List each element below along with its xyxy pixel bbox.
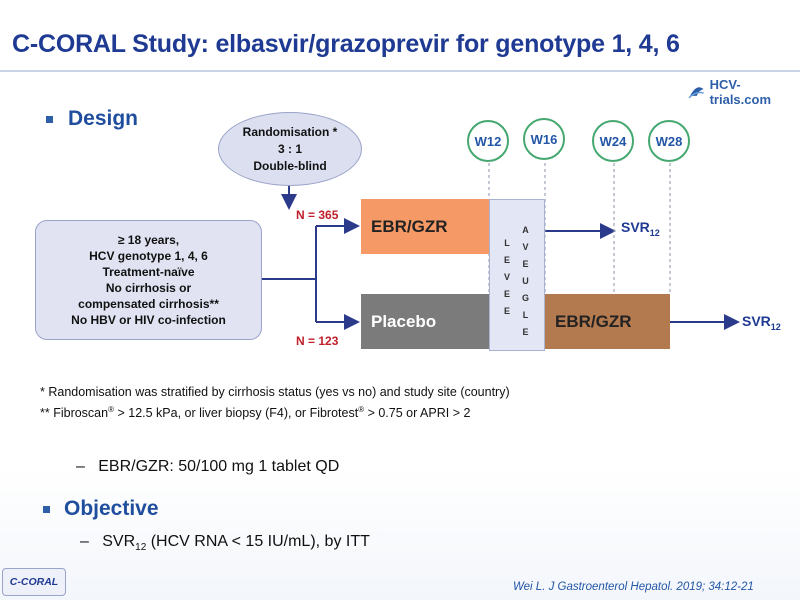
registered-mark: ® bbox=[358, 405, 365, 414]
objective-bullet: – SVR12 (HCV RNA < 15 IU/mL), by ITT bbox=[80, 533, 370, 553]
criteria-line: Treatment-naïve bbox=[102, 265, 195, 279]
dash-marker: – bbox=[80, 533, 89, 550]
outcome-text: SVR bbox=[742, 313, 771, 329]
unblinding-period: L E V E E A V E U G L E bbox=[489, 199, 545, 351]
objective-text: (HCV RNA < 15 IU/mL), by ITT bbox=[146, 533, 370, 550]
outcome-subscript: 12 bbox=[770, 321, 781, 332]
footnote-part: > 12.5 kPa, or liver biopsy (F4), or Fib… bbox=[114, 406, 359, 421]
week-w12: W12 bbox=[467, 120, 509, 162]
criteria-line: ≥ 18 years, bbox=[117, 233, 180, 247]
criteria-line: compensated cirrhosis** bbox=[78, 297, 219, 311]
unblinding-letter: L bbox=[522, 310, 529, 320]
logo-drop-icon bbox=[688, 87, 704, 99]
objective-subscript: 12 bbox=[135, 542, 147, 554]
unblinding-letter: L bbox=[504, 238, 510, 248]
unblinding-letter: E bbox=[504, 306, 511, 316]
unblinding-letter: E bbox=[504, 289, 511, 299]
arm1-outcome: SVR12 bbox=[621, 219, 660, 238]
slide-title: C-CORAL Study: elbasvir/grazoprevir for … bbox=[12, 30, 680, 58]
arm1-n-label: N = 365 bbox=[296, 208, 339, 222]
criteria-line: No HBV or HIV co-infection bbox=[71, 313, 226, 327]
arm1-ebr-gzr-bar: EBR/GZR bbox=[361, 199, 489, 254]
footnote-cirrhosis: ** Fibroscan® > 12.5 kPa, or liver biops… bbox=[40, 405, 470, 420]
unblinding-letter: E bbox=[522, 259, 529, 269]
dose-bullet: – EBR/GZR: 50/100 mg 1 tablet QD bbox=[76, 458, 339, 476]
unblinding-letter: V bbox=[522, 242, 529, 252]
criteria-line: HCV genotype 1, 4, 6 bbox=[89, 249, 208, 263]
bullet-square-icon bbox=[46, 116, 53, 123]
study-badge: C-CORAL bbox=[2, 568, 66, 596]
unblinding-letter: V bbox=[504, 272, 511, 282]
criteria-line: No cirrhosis or bbox=[105, 281, 192, 295]
logo: HCV-trials.com bbox=[688, 77, 800, 107]
objective-heading: Objective bbox=[64, 497, 159, 520]
unblinding-letter: G bbox=[522, 293, 530, 303]
title-divider bbox=[0, 70, 800, 72]
footnote-part: > 0.75 or APRI > 2 bbox=[364, 406, 471, 421]
randomisation-line: Randomisation * bbox=[242, 124, 338, 139]
registered-mark: ® bbox=[108, 405, 114, 414]
week-w24: W24 bbox=[592, 120, 634, 162]
randomisation-line: Double-blind bbox=[253, 158, 327, 173]
unblinding-text-left: L E V E E bbox=[504, 235, 510, 320]
arm2-ebr-gzr-bar: EBR/GZR bbox=[545, 294, 670, 349]
bullet-square-icon bbox=[43, 506, 50, 513]
footnote-part: ** Fibroscan bbox=[40, 406, 109, 421]
arm2-n-label: N = 123 bbox=[296, 334, 339, 348]
design-heading: Design bbox=[68, 107, 139, 130]
objective-text: SVR bbox=[102, 533, 136, 550]
outcome-subscript: 12 bbox=[649, 227, 660, 238]
unblinding-text-right: A V E U G L E bbox=[522, 222, 529, 341]
unblinding-letter: U bbox=[522, 276, 529, 286]
dash-marker: – bbox=[76, 458, 85, 475]
footnote-randomisation: * Randomisation was stratified by cirrho… bbox=[40, 385, 510, 399]
week-w16: W16 bbox=[523, 118, 565, 160]
outcome-text: SVR bbox=[621, 219, 650, 235]
arm2-placebo-bar: Placebo bbox=[361, 294, 489, 349]
unblinding-letter: E bbox=[504, 255, 511, 265]
week-w28: W28 bbox=[648, 120, 690, 162]
unblinding-letter: A bbox=[522, 225, 529, 235]
randomisation-line: 3 : 1 bbox=[277, 141, 302, 156]
arm2-outcome: SVR12 bbox=[742, 313, 781, 332]
unblinding-letter: E bbox=[522, 327, 529, 337]
randomisation-node: Randomisation * 3 : 1 Double-blind bbox=[218, 112, 362, 186]
logo-text: HCV-trials.com bbox=[709, 77, 772, 107]
dose-text: EBR/GZR: 50/100 mg 1 tablet QD bbox=[98, 458, 340, 475]
citation: Wei L. J Gastroenterol Hepatol. 2019; 34… bbox=[513, 581, 754, 593]
inclusion-criteria-node: ≥ 18 years, HCV genotype 1, 4, 6 Treatme… bbox=[35, 220, 262, 340]
